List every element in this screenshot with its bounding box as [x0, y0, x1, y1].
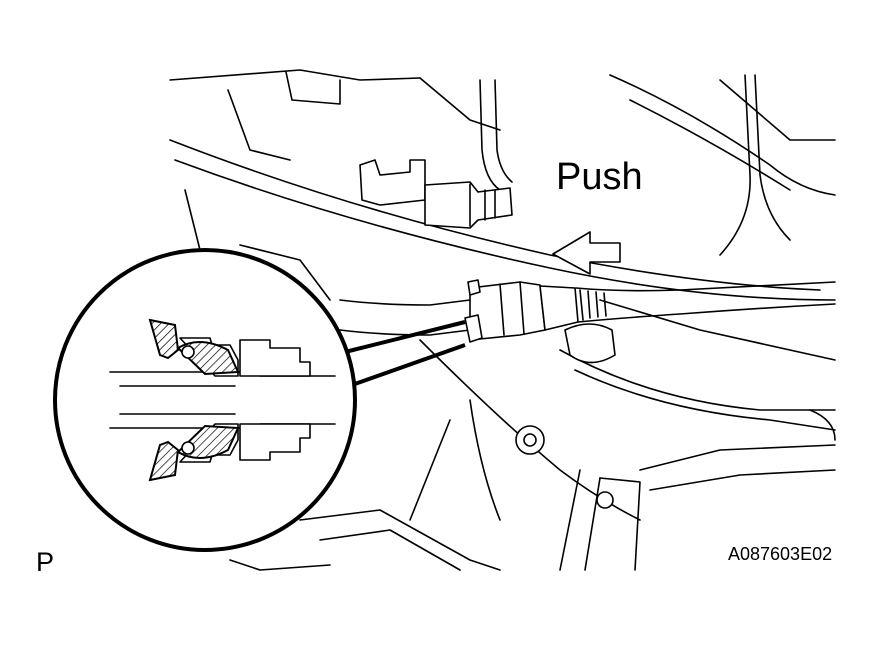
- view-marker-label: P: [36, 547, 55, 577]
- push-label: Push: [556, 156, 643, 198]
- magnifier-circle: [53, 248, 357, 552]
- fuel-pipe-connector: [339, 279, 836, 343]
- figure-code-label: A087603E02: [728, 544, 833, 564]
- background-structure: [169, 69, 836, 571]
- upper-fuel-hose: [359, 79, 513, 229]
- magnifier-leader: [344, 320, 466, 387]
- push-direction-arrow: [552, 231, 621, 275]
